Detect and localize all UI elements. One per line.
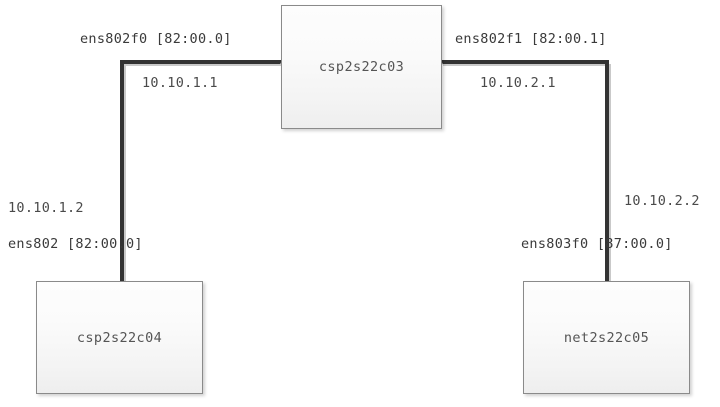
node-label-csp2s22c04: csp2s22c04	[76, 329, 163, 346]
ip-label-10-10-2-1: 10.10.2.1	[480, 75, 556, 91]
node-csp2s22c03[interactable]: csp2s22c03	[281, 5, 442, 129]
node-label-net2s22c05: net2s22c05	[563, 329, 650, 346]
link-csp2s22c03-to-csp2s22c04[interactable]	[120, 60, 281, 281]
interface-label-ens802f1: ens802f1 [82:00.1]	[455, 31, 607, 47]
interface-label-ens802f0: ens802f0 [82:00.0]	[80, 31, 232, 47]
node-label-csp2s22c03: csp2s22c03	[318, 59, 405, 75]
ip-label-10-10-1-2: 10.10.1.2	[8, 200, 84, 216]
node-net2s22c05[interactable]: net2s22c05	[523, 281, 690, 394]
ip-label-10-10-1-1: 10.10.1.1	[142, 75, 218, 91]
link-c03-c04-shadow	[122, 62, 283, 283]
node-csp2s22c04[interactable]: csp2s22c04	[36, 281, 203, 394]
interface-label-ens802: ens802 [82:00.0]	[8, 236, 143, 252]
link-csp2s22c03-to-net2s22c05[interactable]	[442, 60, 609, 281]
ip-label-10-10-2-2: 10.10.2.2	[624, 193, 700, 209]
interface-label-ens803f0: ens803f0 [87:00.0]	[521, 236, 673, 252]
